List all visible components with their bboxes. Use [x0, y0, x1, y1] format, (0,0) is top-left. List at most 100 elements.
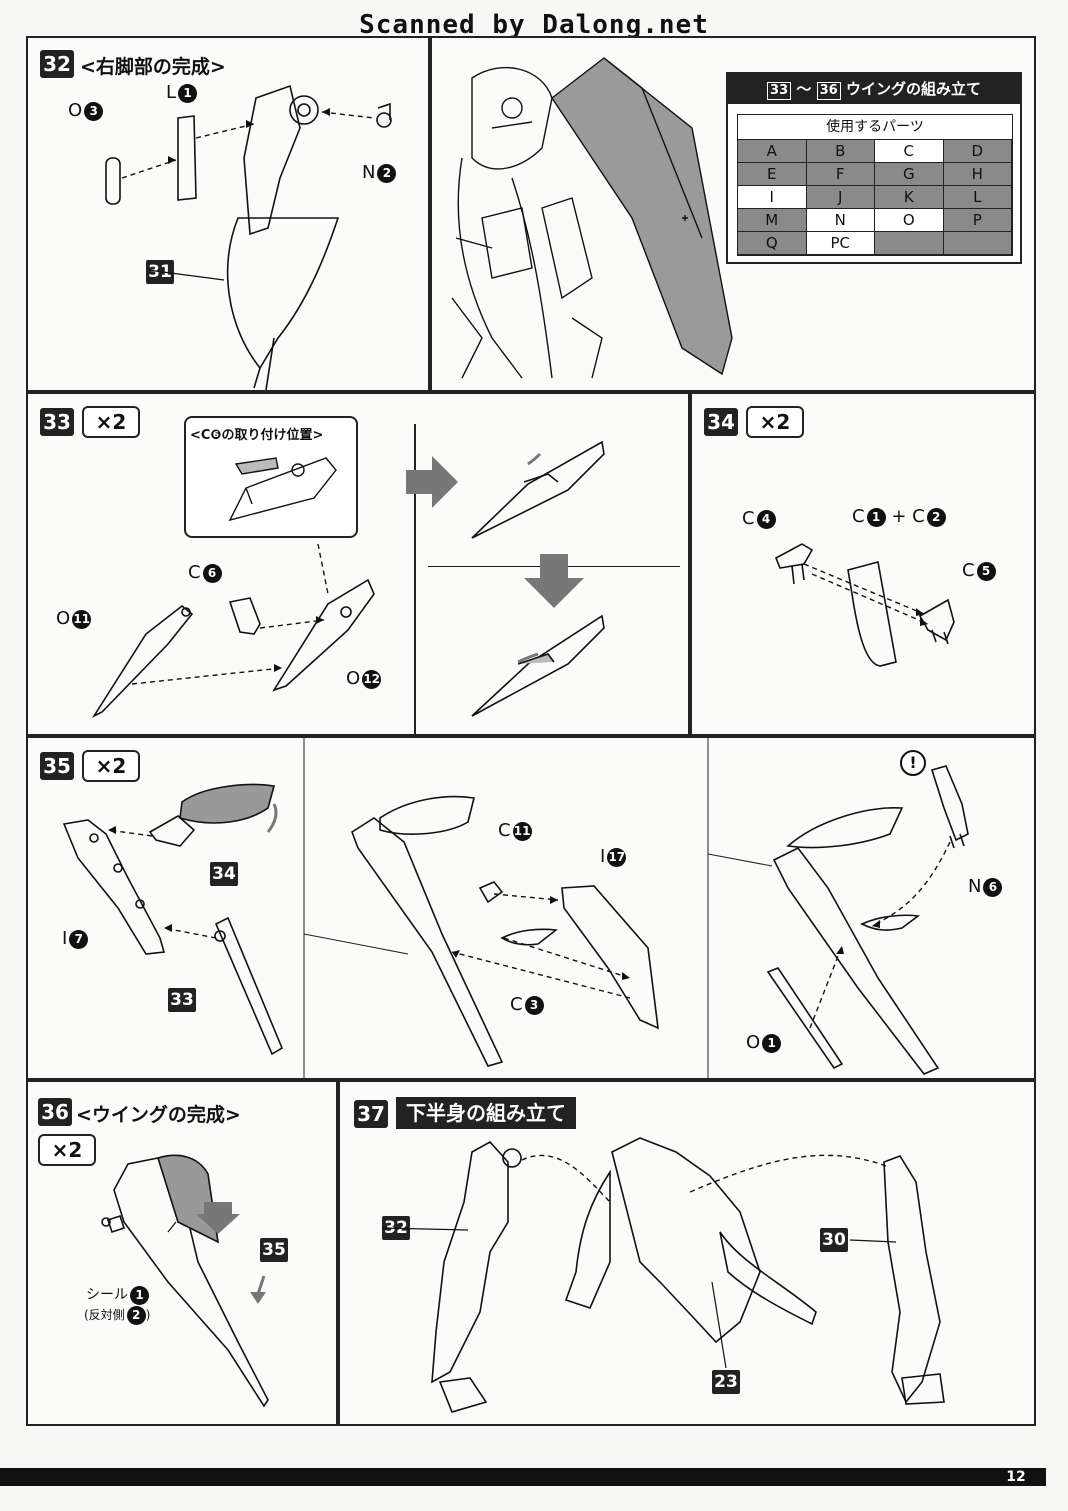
parts-cell: D [943, 140, 1012, 163]
parts-table-header: 33 〜 36 ウイングの組み立て [728, 74, 1020, 104]
part-number-badge: 7 [69, 929, 89, 949]
step-range-end: 36 [816, 82, 841, 100]
parts-cell: K [875, 186, 944, 209]
c6-position-inset: <C❻の取り付け位置> [184, 416, 358, 538]
ref-step-35: 35 [260, 1238, 288, 1262]
ref-step-23: 23 [712, 1370, 740, 1394]
step-35-illustration [62, 738, 969, 1082]
parts-cell [875, 232, 944, 255]
caution-icon: ! [900, 750, 926, 776]
parts-table-subheader: 使用するパーツ [738, 115, 1012, 140]
footer-bar [0, 1468, 1046, 1486]
part-letter: C [498, 820, 511, 841]
step-37-panel: 37 32 23 30 [338, 1080, 1036, 1426]
part-letter: O [68, 100, 83, 121]
step-37-number: 37 [354, 1100, 388, 1128]
step-32-number: 32 [40, 50, 74, 78]
ref-step-30: 30 [820, 1228, 848, 1252]
step-33-divider-vertical [414, 424, 416, 734]
step-34-number: 34 [704, 408, 738, 436]
step-33-illustration [91, 440, 605, 719]
part-number-badge: 11 [512, 821, 532, 841]
parts-cell: E [738, 163, 807, 186]
step-32-illustration [105, 84, 392, 391]
part-number-badge: 5 [976, 561, 996, 581]
parts-cell: C [875, 140, 944, 163]
part-number-badge: 2 [926, 507, 946, 527]
parts-cell: G [875, 163, 944, 186]
part-number-badge: 3 [524, 995, 544, 1015]
step-35-multiplier: ×2 [82, 750, 140, 782]
parts-cell: F [806, 163, 875, 186]
sticker-number-badge: 1 [130, 1285, 149, 1305]
step-34-multiplier: ×2 [746, 406, 804, 438]
part-letter: C [188, 562, 201, 583]
part-number-badge: 6 [202, 563, 222, 583]
parts-cell: N [806, 209, 875, 232]
parts-cell: A [738, 140, 807, 163]
parts-cell: O [875, 209, 944, 232]
part-letter: C [852, 506, 865, 527]
part-number-badge: 17 [607, 847, 627, 867]
parts-cell: Q [738, 232, 807, 255]
part-number-badge: 1 [866, 507, 886, 527]
part-letter: C [962, 560, 975, 581]
parts-cell: I [738, 186, 807, 209]
part-letter: L [166, 82, 177, 103]
part-letter: N [362, 162, 376, 183]
opposite-number-badge: 2 [126, 1306, 146, 1325]
ref-step-34: 34 [210, 862, 238, 886]
step-33-multiplier: ×2 [82, 406, 140, 438]
parts-cell [943, 232, 1012, 255]
scan-watermark-title: Scanned by Dalong.net [359, 10, 709, 40]
inset-title: <C❻の取り付け位置> [190, 428, 324, 443]
part-letter: C [912, 506, 925, 527]
part-letter: O [746, 1032, 761, 1053]
sticker-text: シール [86, 1287, 128, 1303]
parts-cell: M [738, 209, 807, 232]
part-number-badge: 4 [756, 509, 776, 529]
part-number-badge: 6 [983, 877, 1003, 897]
part-letter: C [510, 994, 523, 1015]
part-number-badge: 12 [362, 669, 382, 689]
plus-sign: + [891, 506, 907, 527]
step-range-start: 33 [767, 82, 792, 100]
step-34-illustration [774, 543, 955, 667]
part-number-badge: 3 [84, 101, 104, 121]
parts-cell: H [943, 163, 1012, 186]
part-letter: I [62, 928, 68, 949]
part-letter: I [600, 846, 606, 867]
part-number-badge: 1 [178, 83, 198, 103]
step-37-title: 下半身の組み立て [396, 1097, 576, 1129]
part-number-badge: 11 [72, 609, 92, 629]
parts-cell: B [806, 140, 875, 163]
ref-step-33: 33 [168, 988, 196, 1012]
part-letter: C [742, 508, 755, 529]
step-32-title: <右脚部の完成> [80, 56, 226, 78]
step-36-title: <ウイングの完成> [76, 1104, 241, 1126]
parts-cell: J [806, 186, 875, 209]
part-letter: O [56, 608, 71, 629]
